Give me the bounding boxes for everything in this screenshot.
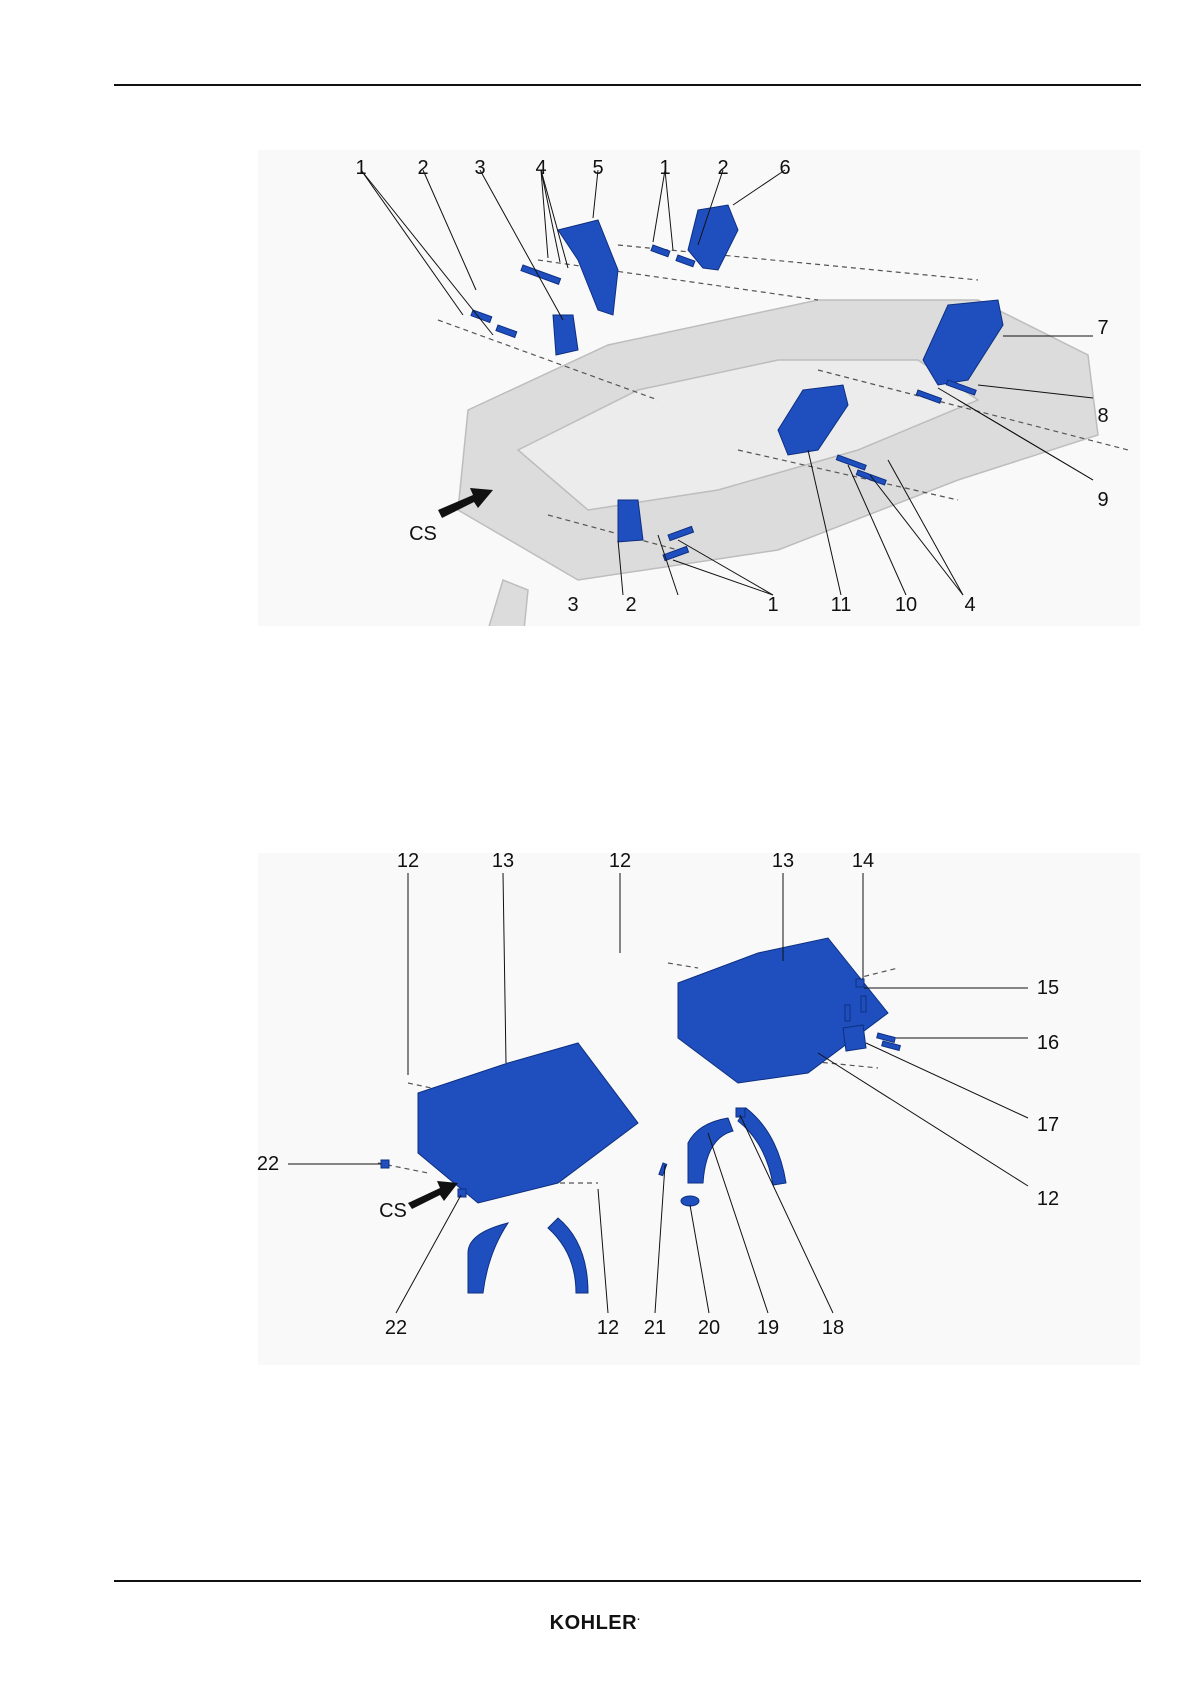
callout-22: 22	[385, 1318, 407, 1338]
blue-parts	[381, 938, 900, 1293]
callout-2: 2	[417, 158, 428, 178]
bolt-16b	[882, 1041, 901, 1050]
exploded-view-figure-1: 1 2 3 4 5 1 2 6 7 8 9 3 2 1 11 10 4 CS	[258, 150, 1140, 626]
part-17	[843, 1025, 866, 1051]
callout-12: 12	[397, 851, 419, 871]
pipe-right	[738, 1108, 786, 1185]
view-label-cs: CS	[379, 1201, 407, 1221]
seal-ring-20	[681, 1196, 699, 1206]
callout-3: 3	[567, 595, 578, 615]
callout-18: 18	[822, 1318, 844, 1338]
callout-4: 4	[964, 595, 975, 615]
callout-12: 12	[609, 851, 631, 871]
callout-10: 10	[895, 595, 917, 615]
plug-14	[856, 979, 864, 987]
callout-leaders	[288, 873, 1028, 1313]
callout-3: 3	[474, 158, 485, 178]
callout-1: 1	[659, 158, 670, 178]
bracket-3-top	[553, 315, 578, 355]
bolt-15a	[845, 1005, 850, 1021]
pipe-left-2	[548, 1218, 588, 1293]
callout-15: 15	[1037, 978, 1059, 998]
bracket-3-bottom	[618, 500, 643, 542]
callout-2: 2	[625, 595, 636, 615]
callout-2: 2	[717, 158, 728, 178]
callout-1: 1	[355, 158, 366, 178]
callout-17: 17	[1037, 1115, 1059, 1135]
callout-16: 16	[1037, 1033, 1059, 1053]
callout-13: 13	[492, 851, 514, 871]
figure-2-drawing	[258, 853, 1140, 1365]
pin-21	[659, 1163, 667, 1176]
kohler-logo: KOHLER.	[550, 1612, 641, 1635]
pipe-left-1	[468, 1223, 508, 1293]
logo-mark: .	[637, 1612, 640, 1623]
ghost-housing	[458, 300, 1098, 626]
callout-8: 8	[1097, 406, 1108, 426]
callout-19: 19	[757, 1318, 779, 1338]
callout-7: 7	[1097, 318, 1108, 338]
callout-1: 1	[767, 595, 778, 615]
bolt-16a	[877, 1033, 896, 1042]
footer-rule	[114, 1580, 1141, 1582]
view-label-cs: CS	[409, 524, 437, 544]
callout-22: 22	[257, 1154, 279, 1174]
plug-22a	[381, 1160, 389, 1168]
figure-1-drawing	[258, 150, 1140, 626]
callout-12: 12	[597, 1318, 619, 1338]
callout-13: 13	[772, 851, 794, 871]
header-rule	[114, 84, 1141, 86]
callout-20: 20	[698, 1318, 720, 1338]
bracket-6	[688, 205, 738, 270]
callout-4: 4	[535, 158, 546, 178]
pipe-19	[688, 1118, 733, 1183]
callout-11: 11	[831, 595, 852, 615]
plug-22b	[458, 1189, 466, 1197]
housing-13-left	[418, 1043, 638, 1203]
callout-6: 6	[779, 158, 790, 178]
bracket-5	[558, 220, 618, 315]
exploded-view-figure-2: 12 13 12 13 14 15 16 17 12 22 22 12 21 2…	[258, 853, 1140, 1365]
callout-14: 14	[852, 851, 874, 871]
logo-text: KOHLER	[550, 1612, 637, 1634]
callout-21: 21	[644, 1318, 666, 1338]
bolt-15b	[861, 996, 866, 1012]
cs-arrow	[408, 1181, 458, 1209]
callout-5: 5	[592, 158, 603, 178]
callout-12: 12	[1037, 1189, 1059, 1209]
callout-9: 9	[1097, 490, 1108, 510]
